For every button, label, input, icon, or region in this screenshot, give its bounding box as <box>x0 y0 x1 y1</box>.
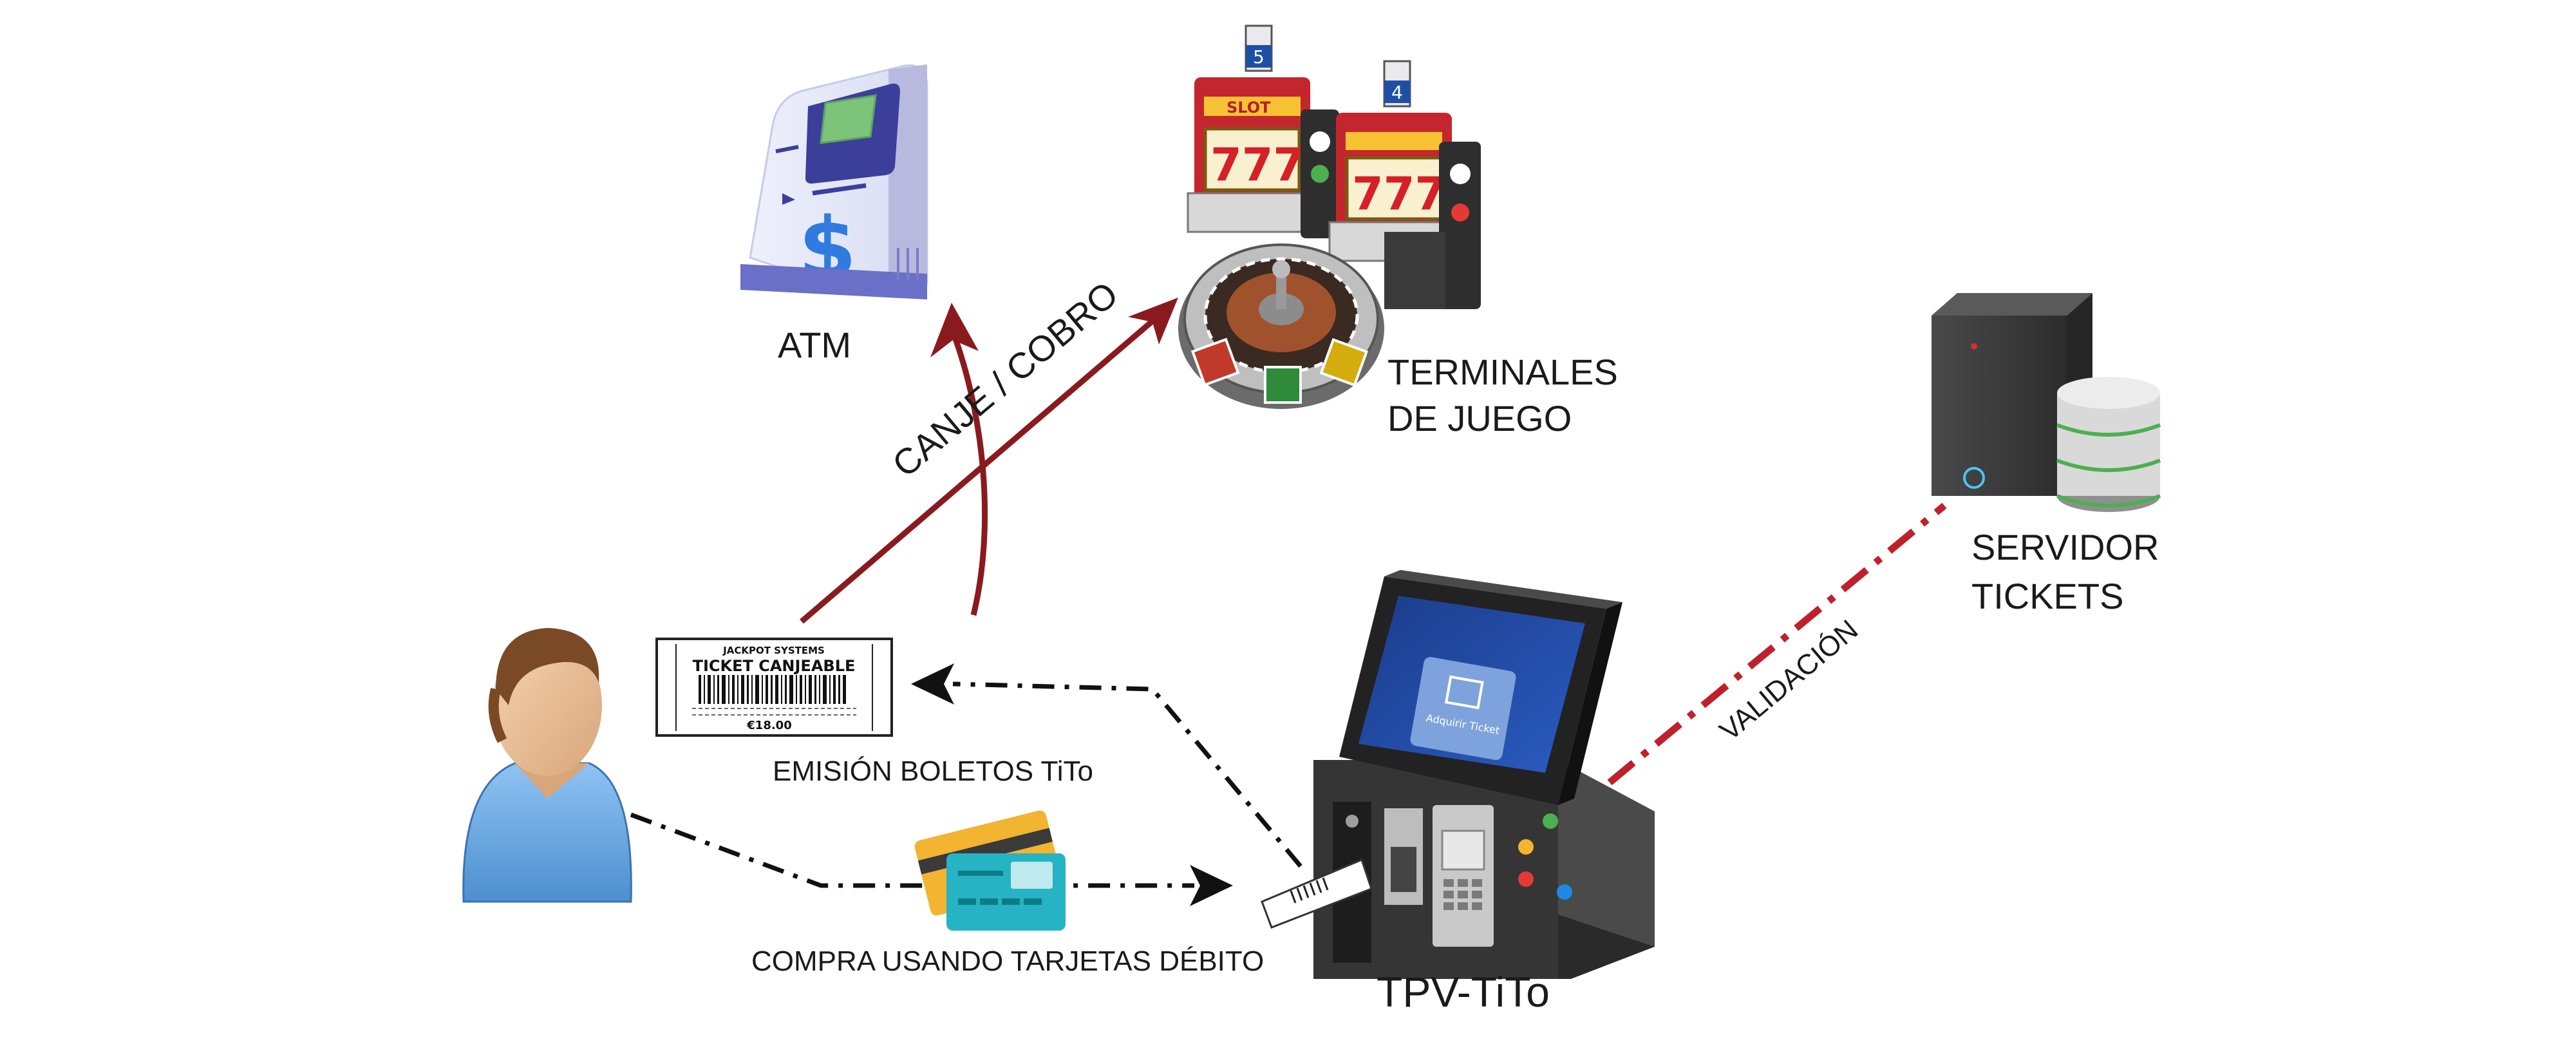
atm-label: ATM <box>778 325 852 365</box>
redeem-to-atm-arrowhead <box>930 303 979 357</box>
ticket-barcode <box>699 675 846 704</box>
gaming-terminals-label-line2: DE JUEGO <box>1387 398 1572 439</box>
ticket-brand: JACKPOT SYSTEMS <box>722 645 825 656</box>
redeemable-ticket-icon: JACKPOT SYSTEMS TICKET CANJEABLE €18.00 <box>655 638 893 737</box>
redeem-to-terminals-arrowhead <box>1128 298 1178 345</box>
ticket-amount: €18.00 <box>746 719 791 732</box>
tpv-tito-label: TPV-TiTo <box>1377 968 1550 1016</box>
ticket-server-icon <box>1932 293 2161 512</box>
issue-tickets-arrowhead <box>911 663 954 705</box>
customer-person-icon <box>462 628 632 903</box>
svg-text:777: 777 <box>1210 138 1304 191</box>
gaming-terminals-icon: 5 SLOT 777 4 777 <box>1178 24 1481 409</box>
ticket-title: TICKET CANJEABLE <box>693 657 856 675</box>
purchase-label: COMPRA USANDO TARJETAS DÉBITO <box>751 945 1264 977</box>
purchase-arrowhead <box>1190 865 1233 906</box>
svg-text:777: 777 <box>1352 167 1446 220</box>
gaming-terminals-label-line1: TERMINALES <box>1387 352 1618 392</box>
issue-tickets-line <box>952 681 1302 868</box>
validation-line <box>1607 502 1947 786</box>
svg-text:5: 5 <box>1253 46 1264 68</box>
tpv-tito-kiosk-icon: Adquirir Ticket <box>1261 570 1655 979</box>
debit-cards-icon <box>914 810 1066 931</box>
ticket-server-label-line2: TICKETS <box>1971 576 2124 616</box>
svg-text:4: 4 <box>1391 82 1403 103</box>
purchase-line <box>630 812 1194 888</box>
issue-tickets-label: EMISIÓN BOLETOS TiTo <box>773 755 1093 787</box>
svg-text:SLOT: SLOT <box>1227 99 1271 117</box>
redeem-to-atm-arrow <box>950 330 988 616</box>
atm-icon: $ <box>740 64 928 299</box>
redeem-to-terminals-arrow <box>800 313 1161 624</box>
ticket-server-label-line1: SERVIDOR <box>1971 527 2159 567</box>
